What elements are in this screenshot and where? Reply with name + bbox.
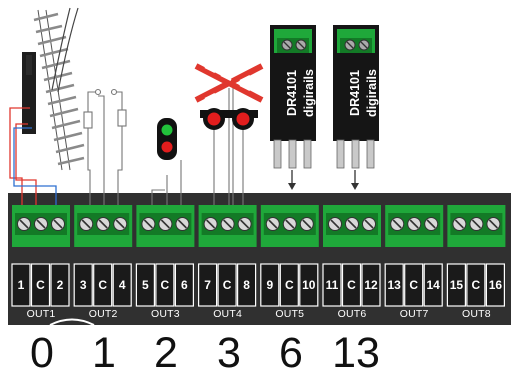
config-number: 0 — [30, 328, 54, 377]
pin-label: 12 — [364, 278, 378, 292]
module-label-2: DR4101 — [348, 70, 362, 116]
pin-label: C — [409, 278, 419, 292]
config-number: 6 — [279, 328, 303, 377]
pin-block — [279, 263, 299, 307]
pin-block — [217, 263, 237, 307]
twin-coil-icon — [83, 88, 127, 205]
output-label: OUT3 — [150, 308, 180, 320]
pin-block — [50, 263, 70, 307]
terminal-block — [198, 205, 257, 247]
output-label: OUT1 — [26, 308, 56, 320]
terminal-block — [447, 205, 506, 247]
turnout-motor-icon — [22, 7, 85, 171]
pin-block — [155, 263, 175, 307]
terminal-block — [323, 205, 381, 247]
pin-label: 13 — [387, 278, 401, 292]
pin-label: 15 — [449, 278, 464, 292]
output-label: OUT4 — [213, 308, 242, 320]
output-label: OUT6 — [337, 308, 367, 320]
pin-block — [341, 263, 362, 307]
pin-label: 6 — [181, 278, 188, 292]
pin-block — [299, 263, 319, 307]
pin-label: 5 — [142, 278, 149, 292]
pin-block — [361, 263, 381, 307]
pin-block — [260, 263, 280, 307]
pin-label: 10 — [302, 278, 316, 292]
pin-block — [135, 263, 155, 307]
pin-label: 3 — [79, 278, 87, 292]
pin-blocks — [11, 263, 505, 307]
dr4101-module-icon — [270, 25, 316, 190]
config-number: 2 — [154, 328, 178, 377]
terminal-block — [260, 205, 319, 247]
pin-label: C — [347, 278, 356, 292]
crossing-signal-icon — [194, 63, 264, 205]
terminal-block — [385, 205, 444, 247]
config-number: 1 — [92, 328, 116, 377]
pin-block — [198, 263, 218, 307]
pin-block — [73, 263, 93, 307]
pin-label: C — [160, 278, 170, 292]
output-label: OUT2 — [88, 308, 118, 320]
output-label: OUT5 — [275, 308, 305, 320]
terminal-block — [74, 205, 133, 247]
terminal-blocks — [12, 205, 506, 247]
pin-label: 14 — [426, 278, 440, 292]
pin-label: 8 — [243, 278, 250, 292]
pin-block — [446, 263, 466, 307]
pin-block — [112, 263, 132, 307]
module-brand-1: digirails — [302, 69, 316, 117]
pin-block — [466, 263, 486, 307]
pin-block — [174, 263, 194, 307]
pin-block — [485, 263, 505, 307]
pin-block — [11, 263, 31, 307]
pin-label: 11 — [325, 278, 339, 292]
pin-label: 1 — [17, 278, 25, 292]
pin-block — [404, 263, 424, 307]
pin-label: 9 — [266, 278, 274, 292]
pin-block — [423, 263, 443, 307]
pin-block — [93, 263, 113, 307]
config-number: 3 — [217, 328, 241, 377]
pin-block — [30, 263, 51, 307]
terminal-block — [12, 205, 70, 247]
pin-block — [322, 263, 342, 307]
dr4101-module-icon — [333, 25, 379, 190]
pin-label: 16 — [488, 278, 503, 292]
pin-label: 2 — [56, 278, 64, 292]
pin-label: 7 — [204, 278, 211, 292]
two-aspect-signal-icon — [151, 118, 182, 205]
pin-label: C — [471, 278, 481, 292]
pin-label: 4 — [118, 278, 126, 292]
config-number: 13 — [332, 328, 380, 377]
pin-label: C — [222, 278, 232, 292]
pin-label: C — [98, 278, 108, 292]
output-label: OUT8 — [461, 308, 491, 320]
module-label-1: DR4101 — [285, 70, 299, 116]
pin-label: C — [36, 278, 45, 292]
pin-block — [384, 263, 404, 307]
pin-label: C — [284, 278, 294, 292]
output-label: OUT7 — [399, 308, 429, 320]
pin-block — [237, 263, 257, 307]
module-brand-2: digirails — [365, 69, 379, 117]
terminal-block — [136, 205, 195, 247]
board-edge-arc — [49, 318, 95, 326]
